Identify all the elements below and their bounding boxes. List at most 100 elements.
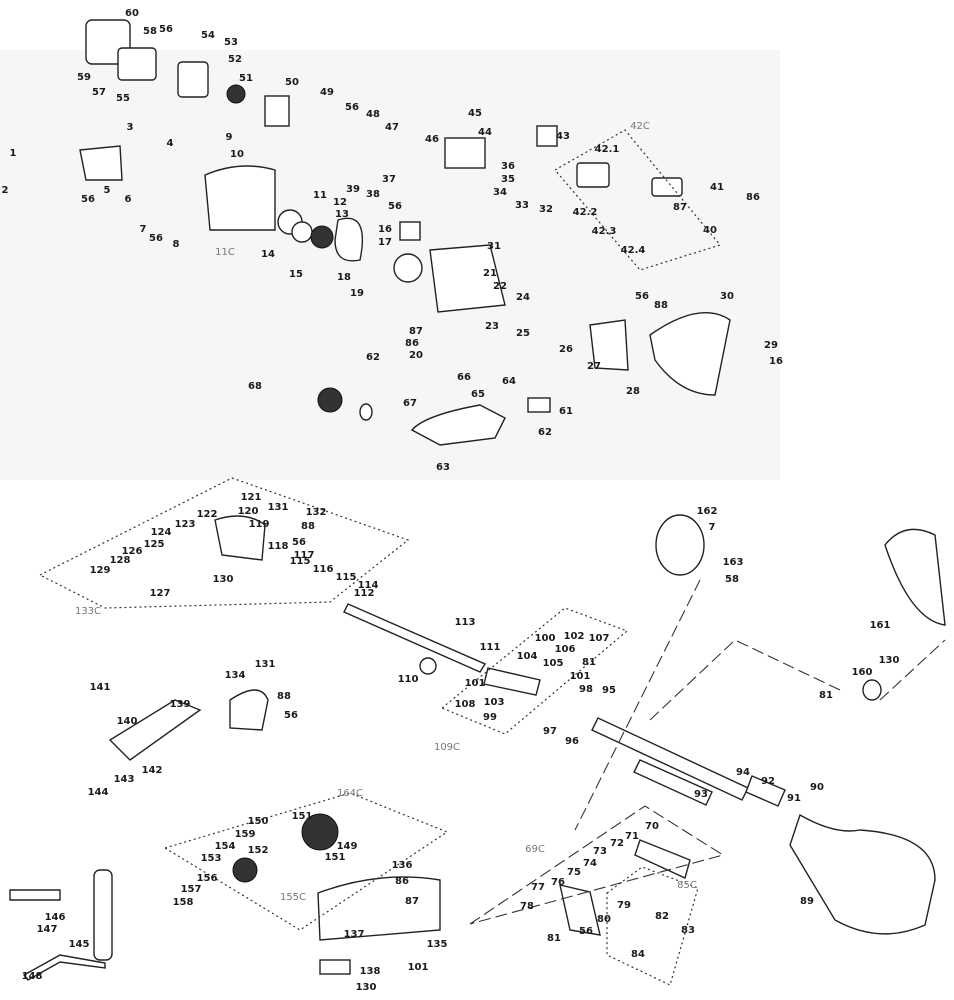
part-number-label: 41 — [710, 182, 724, 193]
group-label: 133C — [75, 606, 101, 617]
part-number-label: 35 — [501, 174, 515, 185]
strap-hanger-160 — [862, 679, 882, 701]
part-number-label: 87 — [673, 202, 687, 213]
part-number-label: 88 — [277, 691, 291, 702]
part-number-label: 60 — [125, 8, 139, 19]
flywheel-19 — [393, 253, 423, 283]
part-number-label: 93 — [694, 789, 708, 800]
part-number-label: 66 — [457, 372, 471, 383]
part-number-label: 157 — [181, 884, 202, 895]
dash-link-3 — [879, 639, 946, 701]
part-number-label: 54 — [201, 30, 215, 41]
part-number-label: 55 — [116, 93, 130, 104]
part-number-label: 83 — [681, 925, 695, 936]
part-number-label: 65 — [471, 389, 485, 400]
part-number-label: 56 — [159, 24, 173, 35]
part-number-label: 126 — [122, 546, 143, 557]
hex-key-148 — [22, 954, 106, 981]
part-number-label: 130 — [879, 655, 900, 666]
part-number-label: 92 — [761, 776, 775, 787]
part-number-label: 56 — [579, 926, 593, 937]
part-number-label: 131 — [255, 659, 276, 670]
part-number-label: 47 — [385, 122, 399, 133]
fan-housing — [204, 165, 276, 231]
lower-tube-94 — [591, 717, 749, 801]
part-number-label: 77 — [531, 882, 545, 893]
part-number-label: 107 — [589, 633, 610, 644]
part-number-label: 81 — [547, 933, 561, 944]
throttle-grip-71 — [634, 839, 691, 879]
part-number-label: 49 — [320, 87, 334, 98]
part-number-label: 125 — [144, 539, 165, 550]
part-number-label: 3 — [127, 122, 134, 133]
part-number-label: 79 — [617, 900, 631, 911]
part-number-label: 82 — [655, 911, 669, 922]
part-number-label: 100 — [535, 633, 556, 644]
part-number-label: 52 — [228, 54, 242, 65]
part-number-label: 115 — [290, 556, 311, 567]
part-number-label: 17 — [378, 237, 392, 248]
part-number-label: 81 — [582, 657, 596, 668]
part-number-label: 39 — [346, 184, 360, 195]
engine-89 — [789, 813, 936, 935]
part-number-label: 114 — [358, 580, 379, 591]
loop-handle-162 — [655, 514, 705, 576]
part-number-label: 120 — [238, 506, 259, 517]
group-box-69c — [469, 805, 725, 925]
fuel-cap-68 — [317, 387, 343, 413]
group-label: 164C — [337, 788, 363, 799]
part-number-label: 86 — [395, 876, 409, 887]
part-number-label: 14 — [261, 249, 275, 260]
part-number-label: 42.4 — [621, 245, 646, 256]
part-number-label: 102 — [564, 631, 585, 642]
part-number-label: 23 — [485, 321, 499, 332]
part-number-label: 124 — [151, 527, 172, 538]
part-number-label: 108 — [455, 699, 476, 710]
part-number-label: 74 — [583, 858, 597, 869]
gear-head-119 — [214, 515, 266, 561]
part-number-label: 12 — [333, 197, 347, 208]
part-number-label: 42.2 — [573, 207, 598, 218]
part-number-label: 28 — [626, 386, 640, 397]
fuel-tank-63 — [410, 404, 506, 446]
group-box-133c — [38, 477, 410, 609]
part-number-label: 78 — [520, 901, 534, 912]
shaft-assembly — [9, 514, 946, 981]
part-number-label: 75 — [567, 867, 581, 878]
part-number-label: 56 — [292, 537, 306, 548]
part-number-label: 1 — [10, 148, 17, 159]
part-number-label: 46 — [425, 134, 439, 145]
part-number-label: 97 — [543, 726, 557, 737]
gasket-49 — [264, 95, 290, 127]
part-number-label: 142 — [142, 765, 163, 776]
part-number-label: 73 — [593, 846, 607, 857]
part-number-label: 158 — [173, 897, 194, 908]
group-label: 85C — [677, 880, 697, 891]
part-number-label: 153 — [201, 853, 222, 864]
crankcase-21 — [429, 244, 506, 313]
group-label: 155C — [280, 892, 306, 903]
part-number-label: 88 — [654, 300, 668, 311]
part-number-label: 152 — [248, 845, 269, 856]
group-label: 109C — [434, 742, 460, 753]
ignition-coil-37 — [399, 221, 421, 241]
part-number-label: 50 — [285, 77, 299, 88]
top-panel-background — [0, 50, 780, 480]
carburetor — [226, 84, 246, 104]
clamp-103 — [483, 667, 541, 696]
part-number-label: 42.1 — [595, 144, 620, 155]
part-number-label: 116 — [313, 564, 334, 575]
washer-12 — [291, 221, 313, 243]
part-number-label: 56 — [284, 710, 298, 721]
part-number-label: 130 — [213, 574, 234, 585]
part-number-label: 76 — [551, 877, 565, 888]
part-number-label: 154 — [215, 841, 236, 852]
part-number-label: 101 — [465, 678, 486, 689]
part-number-label: 37 — [382, 174, 396, 185]
part-number-label: 103 — [484, 697, 505, 708]
part-number-label: 131 — [268, 502, 289, 513]
part-number-label: 42.3 — [592, 226, 617, 237]
